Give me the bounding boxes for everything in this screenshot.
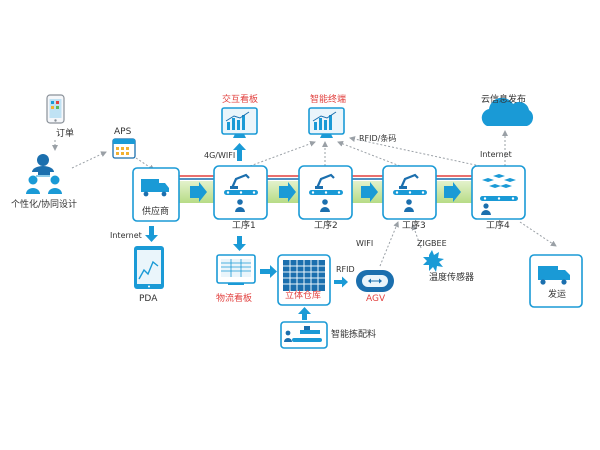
temp-sensor-label: 温度传感器 xyxy=(429,273,475,283)
rfid-barcode-label: RFID/条码 xyxy=(359,134,397,143)
smart-picking-node xyxy=(280,321,328,349)
sensor-zigbee-link xyxy=(411,224,422,249)
tablet-icon xyxy=(216,254,256,285)
robot-arm-icon xyxy=(309,173,343,195)
process4-to-shipping-arrow xyxy=(519,221,557,247)
operator-icon xyxy=(481,203,491,215)
custom-design-label: 个性化/协同设计 xyxy=(10,200,78,210)
picking-to-warehouse-arrow xyxy=(298,307,311,320)
wifi-label: WIFI xyxy=(356,239,374,248)
smart-terminal-label: 智能终端 xyxy=(310,95,347,105)
process1-to-board-arrow xyxy=(233,143,246,161)
operator-icon xyxy=(320,199,330,212)
shipping-node xyxy=(529,254,583,308)
sensor-icon xyxy=(423,250,444,272)
design-to-aps-arrow xyxy=(71,151,107,169)
cloud-publish-label: 云信息发布 xyxy=(481,95,527,105)
zigbee-label: ZIGBEE xyxy=(417,239,447,248)
shelf-grid-icon xyxy=(283,260,325,291)
terminal-links xyxy=(249,136,481,167)
robot-arm-icon xyxy=(393,173,427,195)
supplier-to-pda-arrow xyxy=(145,226,158,242)
operator-icon xyxy=(235,199,245,212)
process-1-station xyxy=(213,165,268,220)
internet-right-label: Internet xyxy=(480,150,512,159)
user-group-icon xyxy=(26,154,62,194)
warehouse-node xyxy=(277,254,331,306)
operator-icon xyxy=(284,330,292,342)
process-2-station xyxy=(298,165,353,220)
process3-label: 工序3 xyxy=(402,221,426,231)
smart-picking-label: 智能拣配料 xyxy=(331,330,377,340)
agv-wifi-link xyxy=(379,221,399,267)
process2-label: 工序2 xyxy=(314,221,338,231)
truck-icon xyxy=(141,179,169,197)
monitor-chart-icon xyxy=(221,107,258,138)
agv-icon xyxy=(356,270,394,292)
process1-label: 工序1 xyxy=(232,221,256,231)
monitor-chart-icon xyxy=(308,107,345,138)
robot-arm-icon xyxy=(224,173,258,195)
logistics-to-warehouse-arrow xyxy=(260,265,277,278)
conveyor-icon xyxy=(480,174,518,201)
rfid-label: RFID xyxy=(336,265,355,274)
internet-left-label: Internet xyxy=(110,231,142,240)
interactive-board-label: 交互看板 xyxy=(222,95,259,105)
shipping-label: 发运 xyxy=(548,290,567,300)
logistics-board-label: 物流看板 xyxy=(216,294,253,304)
truck-icon xyxy=(538,266,570,285)
agv-label: AGV xyxy=(366,294,386,304)
supplier-node xyxy=(132,167,180,222)
4g-wifi-label: 4G/WIFI xyxy=(204,151,236,160)
warehouse-label: 立体仓库 xyxy=(285,291,322,301)
aps-label: APS xyxy=(114,127,132,137)
tablet-icon xyxy=(134,246,164,289)
calendar-icon xyxy=(112,138,136,159)
supplier-label: 供应商 xyxy=(142,207,170,217)
phone-icon xyxy=(46,94,65,124)
process-4-station xyxy=(471,165,526,220)
process1-to-logistics-arrow xyxy=(233,236,246,251)
order-label: 订单 xyxy=(56,129,75,139)
cloud-icon xyxy=(481,97,534,126)
process4-label: 工序4 xyxy=(486,221,510,231)
operator-icon xyxy=(404,199,414,212)
pda-label: PDA xyxy=(139,294,158,304)
robot-arm-icon xyxy=(292,326,322,342)
process-3-station xyxy=(382,165,437,220)
warehouse-to-agv-arrow xyxy=(334,276,348,288)
